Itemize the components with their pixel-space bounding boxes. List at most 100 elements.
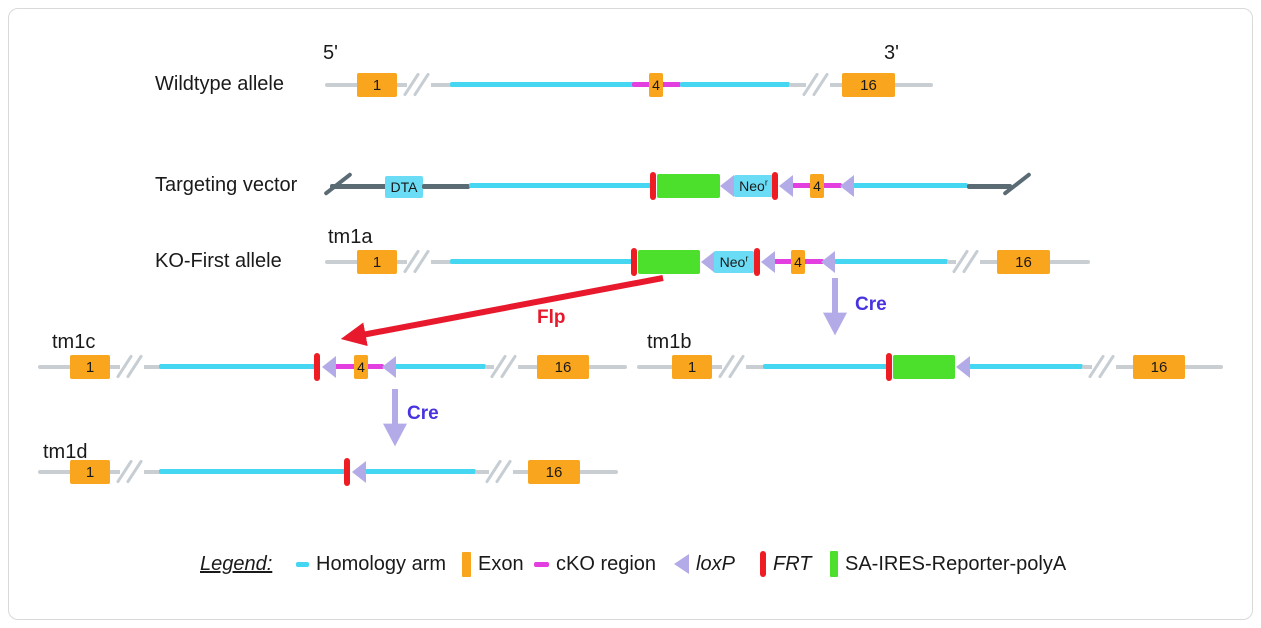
homology-arm-segment — [159, 469, 347, 474]
genome-line-segment — [509, 470, 530, 474]
neo-label: Neor — [739, 177, 768, 194]
legend-title: Legend: — [200, 553, 273, 575]
exon-number: 1 — [85, 358, 95, 376]
gap-slashes — [402, 69, 431, 101]
genome-line-segment — [742, 365, 765, 369]
exon-swatch — [462, 551, 471, 577]
exon-box: 1 — [672, 355, 712, 379]
legend-item-cko-region: cKO region — [534, 550, 656, 578]
exon-box: 16 — [1133, 355, 1185, 379]
homology-arm-segment — [853, 183, 968, 188]
legend-item-reporter: SA-IRES-Reporter-polyA — [830, 550, 1066, 578]
genome-line-segment — [140, 365, 161, 369]
exon-box: 16 — [537, 355, 589, 379]
loxp-site — [382, 356, 396, 378]
exon-box: 16 — [997, 250, 1050, 274]
three-prime-label: 3' — [884, 42, 899, 64]
gap-slashes — [717, 351, 746, 383]
genome-line-segment — [947, 260, 960, 264]
loxp-site — [956, 356, 970, 378]
reporter-cassette — [638, 250, 700, 274]
row-label-wildtype: Wildtype allele — [155, 73, 284, 95]
legend-item-label: Exon — [478, 552, 524, 575]
exon-box: 16 — [528, 460, 580, 484]
genome-line-segment — [140, 470, 161, 474]
vector-backbone-segment — [422, 184, 470, 189]
genome-line-segment — [587, 365, 627, 369]
homology-arm-segment — [834, 259, 948, 264]
homology-arm-segment — [450, 82, 634, 87]
genome-line-segment — [710, 365, 725, 369]
frt-site — [650, 172, 656, 200]
exon-box: 4 — [354, 355, 368, 379]
homology-arm-segment — [763, 364, 888, 369]
legend-item-label: loxP — [696, 552, 735, 575]
dta-cassette: DTA — [385, 176, 423, 198]
frt-site — [631, 248, 637, 276]
homology-arm-segment — [365, 469, 476, 474]
frt-site — [886, 353, 892, 381]
exon-number: 4 — [357, 359, 365, 375]
genome-line-segment — [395, 83, 411, 87]
genome-line-segment — [893, 83, 933, 87]
genome-line-segment — [485, 365, 497, 369]
loxp-site — [352, 461, 366, 483]
five-prime-label: 5' — [323, 42, 338, 64]
loxp-site — [761, 251, 775, 273]
exon-number: 4 — [794, 254, 802, 270]
exon-box: 1 — [357, 73, 397, 97]
exon-number: 1 — [372, 253, 382, 271]
homology-arm-segment — [969, 364, 1083, 369]
exon-number: 1 — [85, 463, 95, 481]
genome-line-segment — [976, 260, 999, 264]
exon-number: 16 — [554, 358, 572, 376]
row-label-ko-first: KO-First allele — [155, 250, 282, 272]
loxp-site — [701, 251, 715, 273]
reporter-cassette — [893, 355, 955, 379]
homology-arm-segment — [680, 82, 790, 87]
genome-line-segment — [789, 83, 809, 87]
legend-item-label: cKO region — [556, 552, 657, 575]
exon-box: 4 — [791, 250, 805, 274]
genome-line-segment — [1082, 365, 1095, 369]
exon-box: 16 — [842, 73, 895, 97]
genome-line-segment — [637, 365, 674, 369]
vector-backbone-segment — [967, 184, 1012, 189]
homology-arm-swatch — [296, 561, 309, 567]
vector-backbone-segment — [330, 184, 388, 189]
gap-slashes — [115, 351, 144, 383]
frt-site — [344, 458, 350, 486]
exon-number: 4 — [652, 77, 660, 93]
gap-slashes — [402, 246, 431, 278]
exon-box: 1 — [357, 250, 397, 274]
flp-label: Flp — [537, 307, 566, 328]
exon-number: 16 — [1150, 358, 1168, 376]
genome-line-segment — [1048, 260, 1090, 264]
cre-label: Cre — [855, 294, 887, 315]
gap-slashes — [115, 456, 144, 488]
genome-line-segment — [108, 365, 124, 369]
neo-cassette: Neor — [734, 175, 773, 197]
gap-slashes — [484, 456, 513, 488]
loxp-swatch — [674, 554, 689, 574]
legend-item-label: SA-IRES-Reporter-polyA — [845, 552, 1067, 575]
exon-box: 4 — [810, 174, 824, 198]
genome-line-segment — [325, 83, 359, 87]
genome-line-segment — [475, 470, 492, 474]
legend-item-homology-arm: Homology arm — [296, 550, 446, 578]
loxp-site — [720, 175, 734, 197]
homology-arm-segment — [159, 364, 317, 369]
legend-item-exon: Exon — [462, 550, 524, 578]
reporter-cassette — [657, 174, 720, 198]
exon-number: 4 — [813, 178, 821, 194]
legend-item-frt: FRT — [760, 550, 812, 578]
exon-number: 16 — [860, 76, 877, 94]
frt-site — [314, 353, 320, 381]
genome-line-segment — [38, 365, 72, 369]
cko-region-swatch — [534, 561, 549, 567]
neo-cassette: Neor — [714, 251, 754, 273]
exon-number: 16 — [1015, 253, 1032, 271]
dta-label: DTA — [390, 179, 418, 195]
exon-box: 1 — [70, 460, 110, 484]
